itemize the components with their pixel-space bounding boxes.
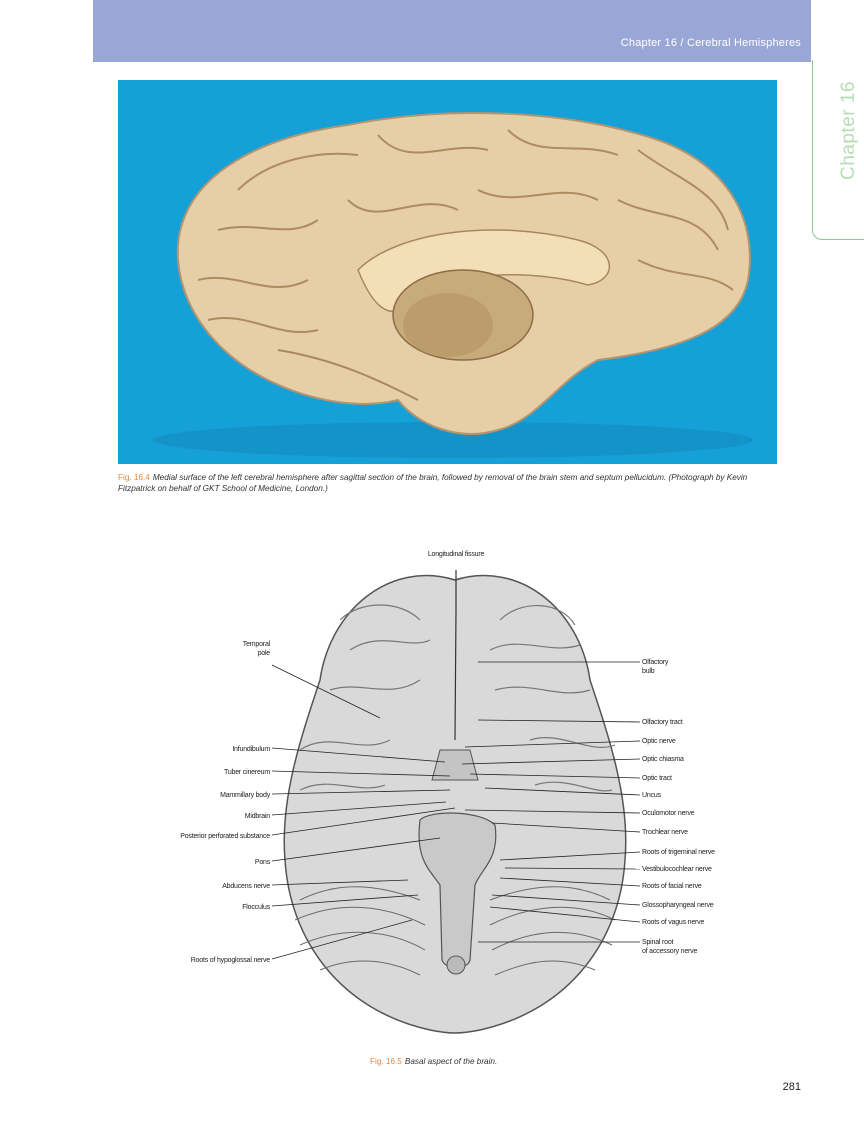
label-temporal-pole-1: Temporal (243, 641, 271, 648)
label-roots-trigeminal-nerve: Roots of trigeminal nerve (642, 849, 715, 856)
label-optic-tract: Optic tract (642, 775, 672, 782)
label-longitudinal-fissure: Longitudinal fissure (428, 551, 485, 558)
chapter-header-band: Chapter 16 / Cerebral Hemispheres (93, 0, 811, 62)
label-glossopharyngeal-nerve: Glossopharyngeal nerve (642, 902, 714, 909)
figure-16-5-caption-text: Basal aspect of the brain. (404, 1057, 498, 1066)
label-abducens-nerve: Abducens nerve (222, 883, 270, 890)
label-olfactory-bulb-1: Olfactory (642, 659, 669, 666)
label-posterior-perforated-substance: Posterior perforated substance (180, 833, 270, 840)
label-mammillary-body: Mammillary body (220, 792, 271, 799)
label-infundibulum: Infundibulum (232, 746, 270, 753)
brainstem (418, 812, 497, 969)
cerebral-gyri (299, 604, 616, 792)
label-pons: Pons (255, 859, 271, 866)
page-number: 281 (782, 1081, 801, 1093)
label-olfactory-bulb-2: bulb (642, 668, 655, 675)
figure-16-4-label: Fig. 16.4 (118, 473, 150, 482)
label-spinal-root-1: Spinal root (642, 939, 674, 946)
left-leader-lines (271, 664, 456, 960)
right-leader-lines (461, 661, 641, 943)
label-midbrain: Midbrain (245, 813, 271, 820)
figure-16-5-label: Fig. 16.5 (370, 1057, 402, 1066)
label-optic-nerve: Optic nerve (642, 738, 676, 745)
basal-brain-diagram: Longitudinal fissure Temporal pole Infun… (180, 551, 715, 1034)
label-uncus: Uncus (642, 792, 662, 799)
label-roots-vagus-nerve: Roots of vagus nerve (642, 919, 704, 926)
figure-16-4-caption-text: Medial surface of the left cerebral hemi… (118, 473, 748, 493)
label-spinal-root-2: of accessory nerve (642, 948, 697, 955)
cerebellum (294, 886, 616, 976)
label-trochlear-nerve: Trochlear nerve (642, 829, 688, 836)
label-vestibulocochlear-nerve: Vestibulocochlear nerve (642, 866, 712, 873)
label-oculomotor-nerve: Oculomotor nerve (642, 810, 695, 817)
brain-medial-photo (118, 80, 777, 464)
label-temporal-pole-2: pole (258, 650, 271, 657)
label-olfactory-tract: Olfactory tract (642, 719, 683, 726)
chapter-side-tab-label: Chapter 16 (838, 80, 859, 180)
longitudinal-fissure-line (454, 570, 457, 741)
label-optic-chiasma: Optic chiasma (642, 756, 684, 763)
chapter-header-title: Chapter 16 / Cerebral Hemispheres (620, 37, 801, 49)
brain-medial-illustration (153, 112, 753, 458)
label-roots-facial-nerve: Roots of facial nerve (642, 883, 702, 890)
label-roots-hypoglossal-nerve: Roots of hypoglossal nerve (191, 957, 271, 964)
chapter-side-tab (812, 60, 864, 240)
label-flocculus: Flocculus (242, 904, 270, 911)
label-tuber-cinereum: Tuber cinereum (224, 769, 270, 776)
